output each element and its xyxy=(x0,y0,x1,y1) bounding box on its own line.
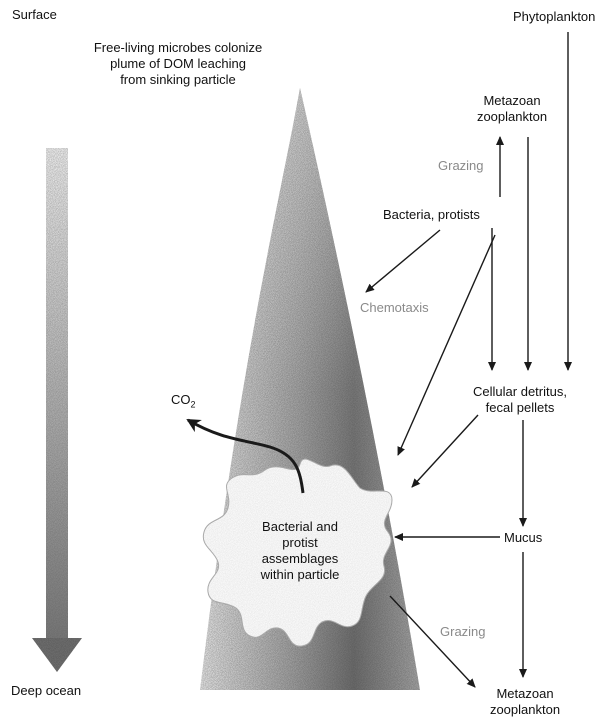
deep-ocean-label: Deep ocean xyxy=(11,683,81,699)
particle-assemblages-label: Bacterial and protist assemblages within… xyxy=(240,519,360,583)
phytoplankton-label: Phytoplankton xyxy=(513,9,595,25)
grazing-bottom-label: Grazing xyxy=(440,624,486,640)
cellular-detritus-label: Cellular detritus, fecal pellets xyxy=(455,384,585,416)
chemotaxis-label: Chemotaxis xyxy=(360,300,429,316)
grazing-top-label: Grazing xyxy=(438,158,484,174)
bacteria-protists-label: Bacteria, protists xyxy=(383,207,480,223)
metazoan-zooplankton-bottom-label: Metazoan zooplankton xyxy=(475,686,575,718)
plume-caption: Free-living microbes colonize plume of D… xyxy=(70,40,286,88)
arrow-detritus-to-particle xyxy=(412,415,478,487)
surface-label: Surface xyxy=(12,7,57,23)
mucus-label: Mucus xyxy=(504,530,542,546)
depth-arrow xyxy=(32,148,82,672)
co2-text: CO xyxy=(171,392,191,407)
arrow-bacteria-to-plume xyxy=(366,230,440,292)
co2-subscript: 2 xyxy=(191,400,196,410)
co2-label: CO2 xyxy=(171,392,196,413)
metazoan-zooplankton-top-label: Metazoan zooplankton xyxy=(462,93,562,125)
arrow-bacteria-to-particle-top xyxy=(398,235,495,455)
